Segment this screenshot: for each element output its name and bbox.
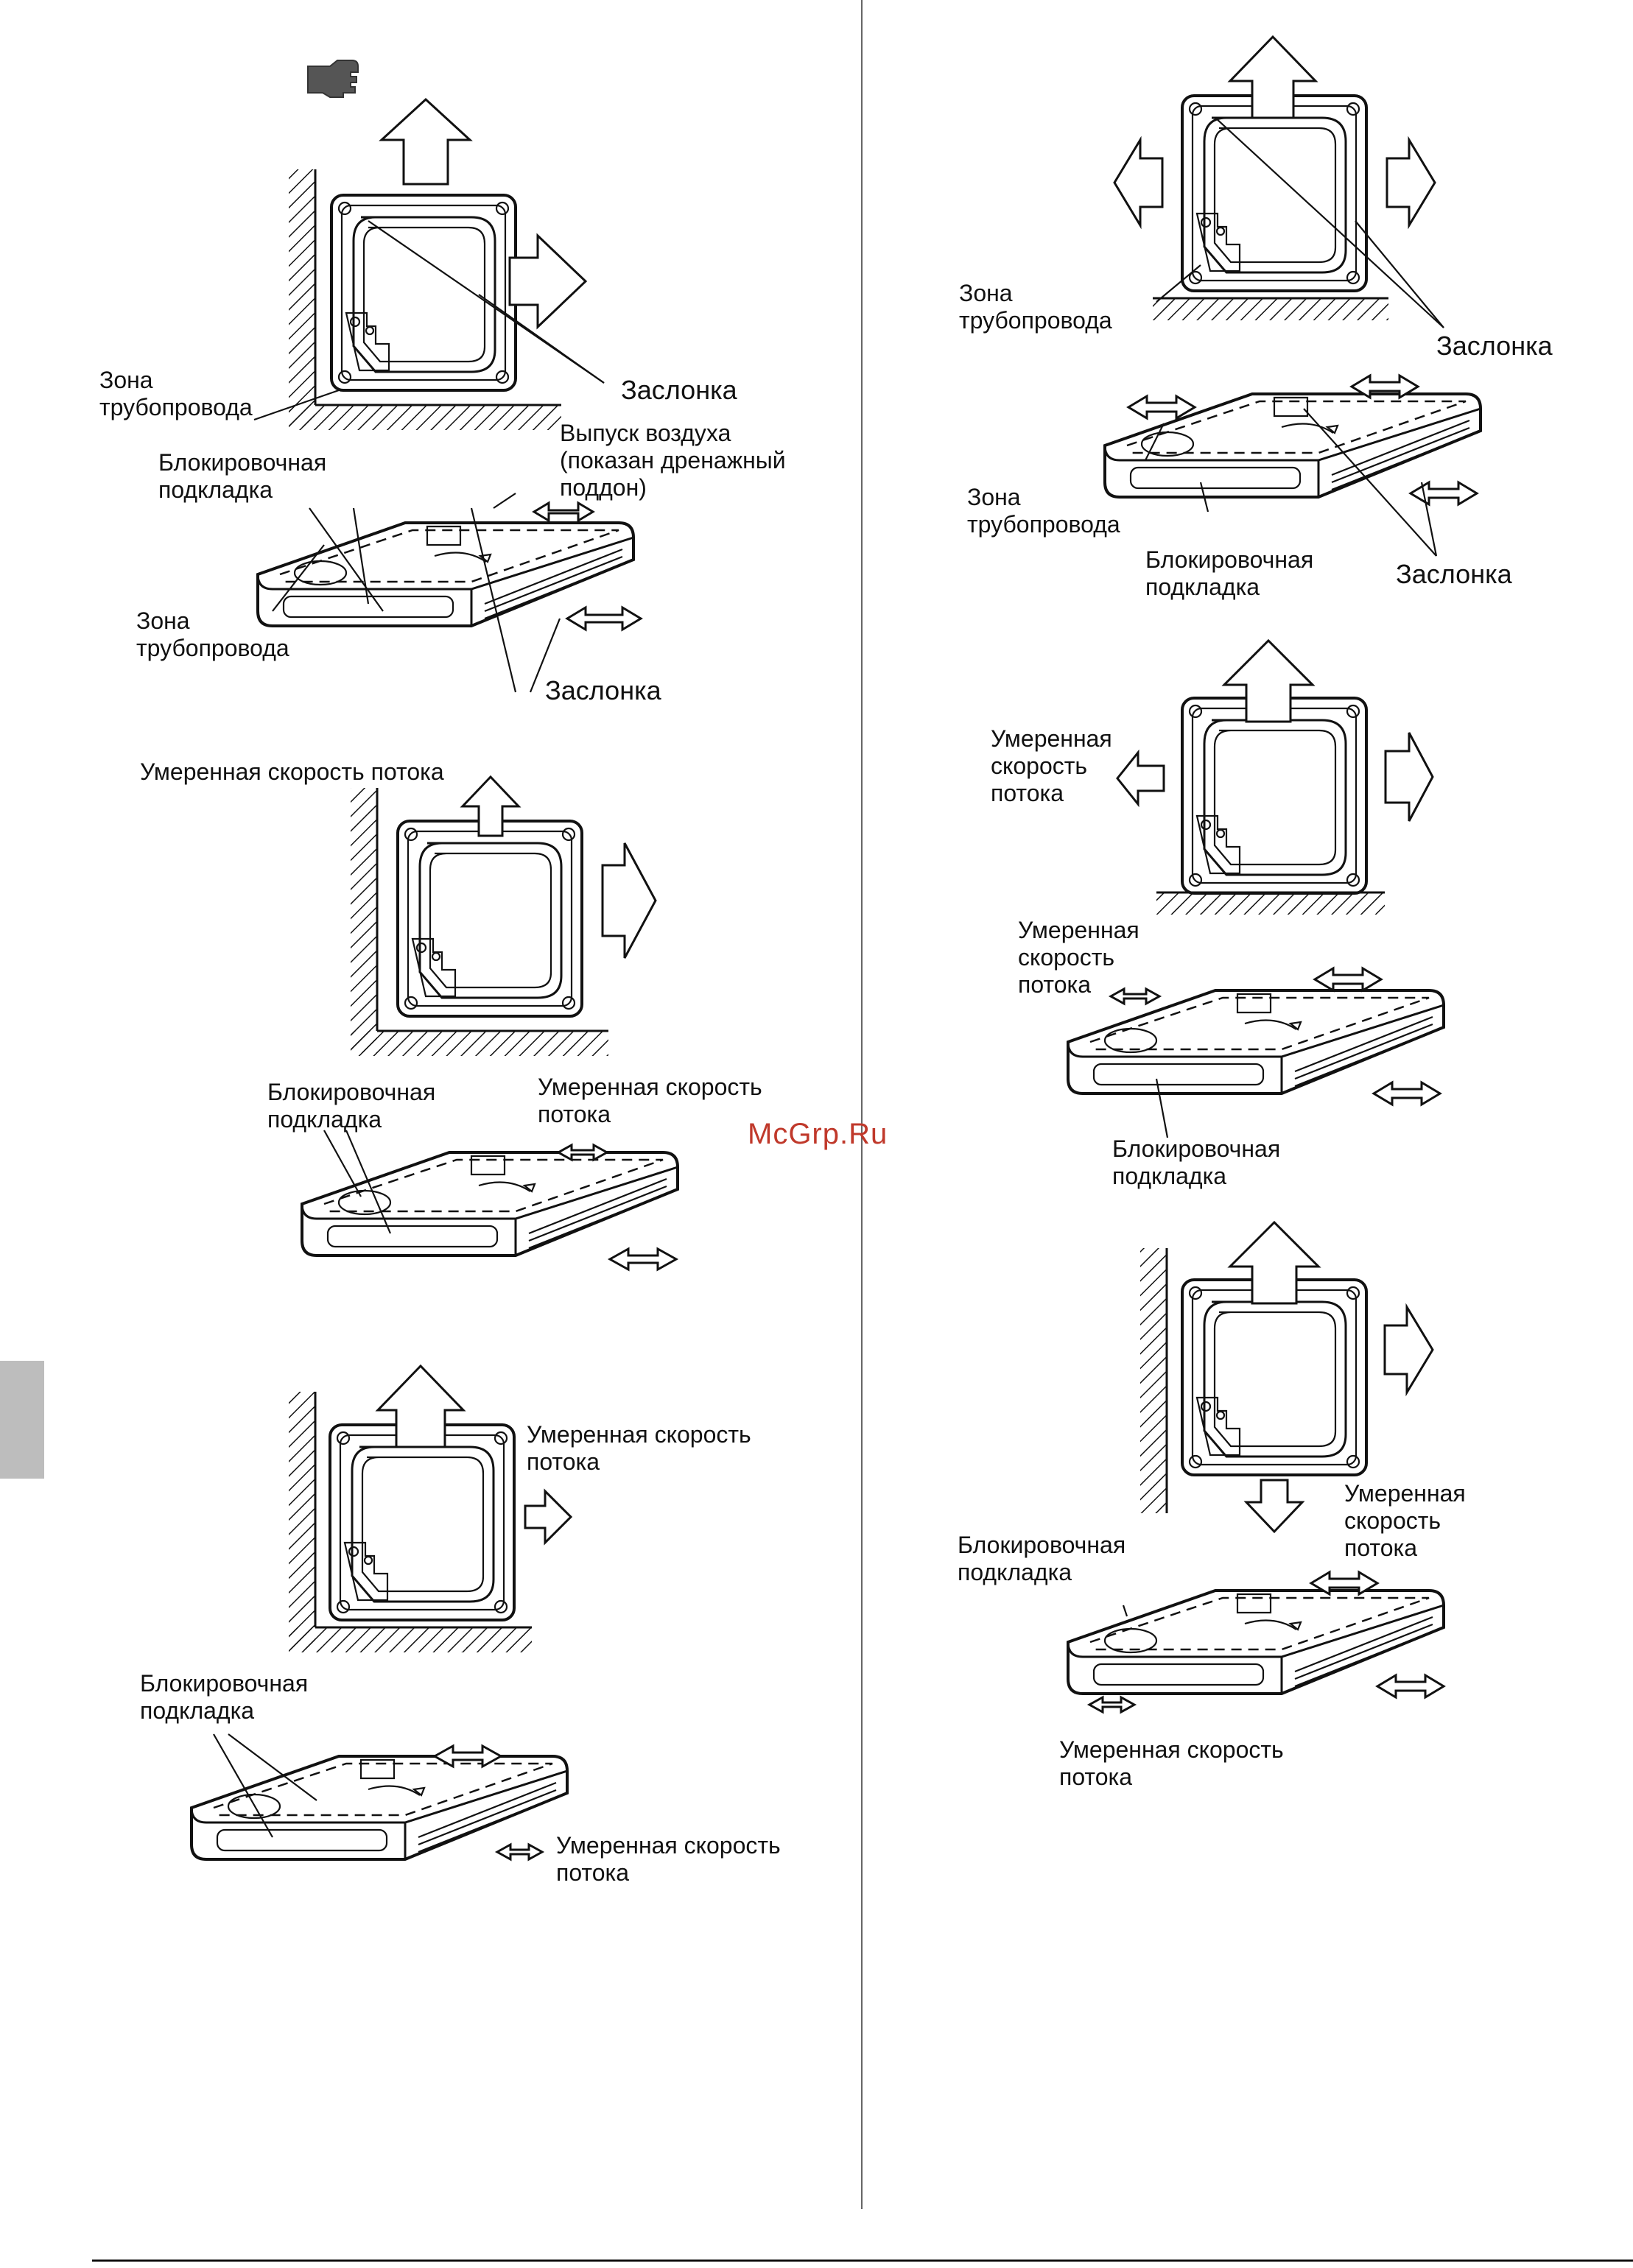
diagram-wall-bottom-moderate [1116, 638, 1434, 915]
watermark: McGrp.Ru [748, 1118, 888, 1150]
label-moderate-flow-8: Умеренная скорость потока [1059, 1736, 1284, 1790]
label-blocking-pad-5: Блокировочная подкладка [1112, 1135, 1281, 1189]
label-blocking-pad-4: Блокировочная подкладка [1145, 546, 1314, 600]
label-moderate-flow-3: Умеренная скорость потока [527, 1421, 751, 1475]
page-side-tab [0, 1361, 44, 1479]
diagram-corner-moderate-right [289, 1364, 573, 1652]
diagram-iso-moderate-2 [190, 1733, 569, 1862]
diagram-wall-left-down [1140, 1220, 1434, 1534]
label-blocking-pad-3: Блокировочная подкладка [140, 1670, 309, 1724]
label-piping-zone-4: Зона трубопровода [967, 484, 1120, 538]
diagram-corner-top [253, 97, 605, 430]
label-damper-3: Заслонка [1436, 331, 1553, 361]
label-damper-1: Заслонка [621, 375, 737, 405]
diagram-iso-moderate-1 [301, 1130, 679, 1272]
label-blocking-pad-2: Блокировочная подкладка [267, 1079, 436, 1133]
diagram-iso-moderate-4 [1067, 1570, 1446, 1714]
label-piping-zone-3: Зона трубопровода [959, 280, 1112, 334]
label-moderate-flow-5: Умеренная скорость потока [991, 725, 1112, 806]
label-air-outlet: Выпуск воздуха (показан дренажный поддон… [560, 420, 786, 501]
diagram-wall-bottom-3way [1113, 35, 1444, 328]
label-moderate-flow-4: Умеренная скорость потока [556, 1832, 781, 1886]
diagram-iso-moderate-3 [1067, 966, 1445, 1138]
diagram-iso-3way [1103, 373, 1482, 557]
diagram-corner-moderate [351, 775, 657, 1056]
label-moderate-flow-2: Умеренная скорость потока [538, 1074, 762, 1127]
label-moderate-flow-1: Умеренная скорость потока [140, 758, 444, 785]
label-moderate-flow-6: Умеренная скорость потока [1018, 917, 1139, 998]
label-damper-2: Заслонка [545, 675, 661, 705]
label-moderate-flow-7: Умеренная скорость потока [1344, 1480, 1466, 1561]
pointing-hand-icon [307, 60, 359, 98]
label-piping-zone-1: Зона трубопровода [99, 367, 253, 420]
diagram-iso-drain-pan [256, 493, 643, 693]
label-blocking-pad-1: Блокировочная подкладка [158, 449, 327, 503]
label-piping-zone-2: Зона трубопровода [136, 608, 289, 661]
label-damper-4: Заслонка [1396, 559, 1512, 589]
label-blocking-pad-6: Блокировочная подкладка [958, 1532, 1126, 1585]
